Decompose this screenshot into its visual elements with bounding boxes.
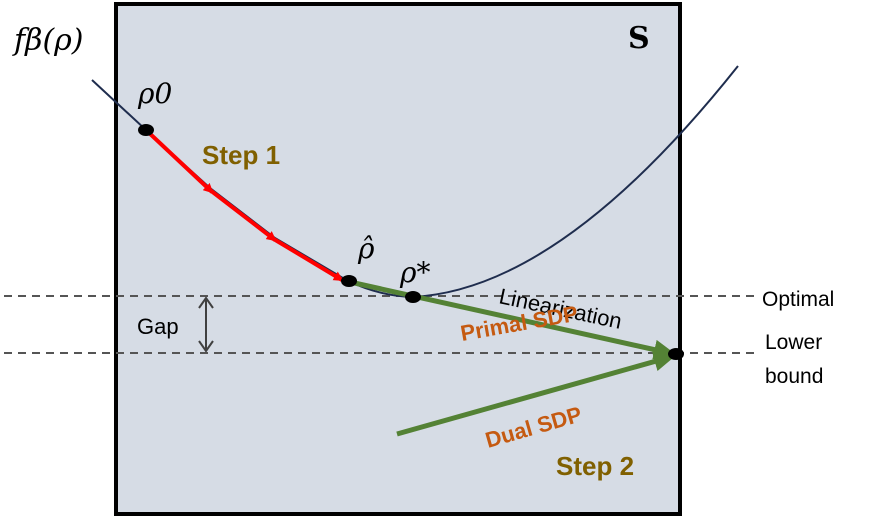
step2-label: Step 2 xyxy=(556,451,634,481)
optimal-label: Optimal xyxy=(762,288,834,311)
label-rho-star: ρ* xyxy=(399,256,430,289)
lower-bound-label-line2: bound xyxy=(765,365,823,388)
step1-arrows xyxy=(144,128,344,282)
dual-arrow xyxy=(396,351,676,437)
primal-arrow xyxy=(349,279,676,360)
point-rho0 xyxy=(138,124,154,136)
point-lower-bound xyxy=(668,348,684,360)
gap-label: Gap xyxy=(137,314,179,339)
function-label: fβ(ρ) xyxy=(12,23,84,58)
label-rho-hat: ρ̂ xyxy=(357,232,375,265)
point-rho-star xyxy=(405,291,421,303)
point-rho-hat xyxy=(341,275,357,287)
label-rho0: ρ0 xyxy=(137,77,172,110)
set-s-box xyxy=(114,2,682,516)
step1-label: Step 1 xyxy=(202,140,280,170)
lower-bound-label-line1: Lower xyxy=(765,331,822,354)
set-label: S xyxy=(628,21,650,56)
